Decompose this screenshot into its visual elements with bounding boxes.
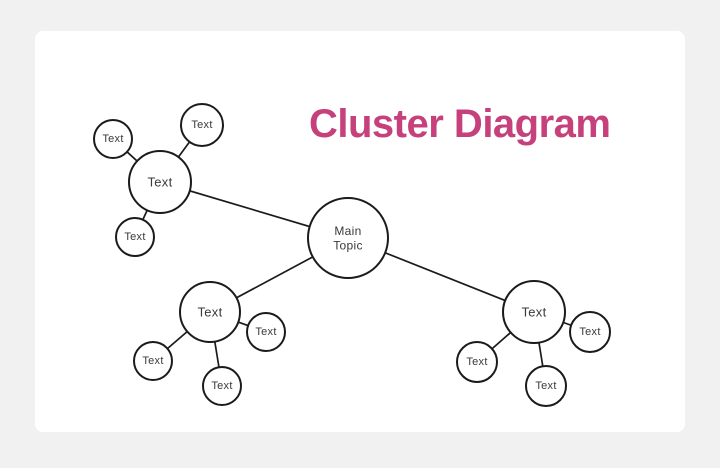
diagram-node-cluster-1-leaf-1[interactable] [93,119,133,159]
diagram-node-cluster-3-leaf-1[interactable] [569,311,611,353]
diagram-node-cluster-1-leaf-2[interactable] [180,103,224,147]
diagram-node-cluster-2-leaf-3[interactable] [202,366,242,406]
diagram-node-cluster-1[interactable] [128,150,192,214]
diagram-node-cluster-3[interactable] [502,280,566,344]
diagram-node-main[interactable] [307,197,389,279]
diagram-node-cluster-2[interactable] [179,281,241,343]
page-title: Cluster Diagram [309,102,611,146]
diagram-node-cluster-2-leaf-2[interactable] [133,341,173,381]
diagram-node-cluster-3-leaf-2[interactable] [456,341,498,383]
diagram-node-cluster-1-leaf-3[interactable] [115,217,155,257]
diagram-node-cluster-3-leaf-3[interactable] [525,365,567,407]
diagram-node-cluster-2-leaf-1[interactable] [246,312,286,352]
